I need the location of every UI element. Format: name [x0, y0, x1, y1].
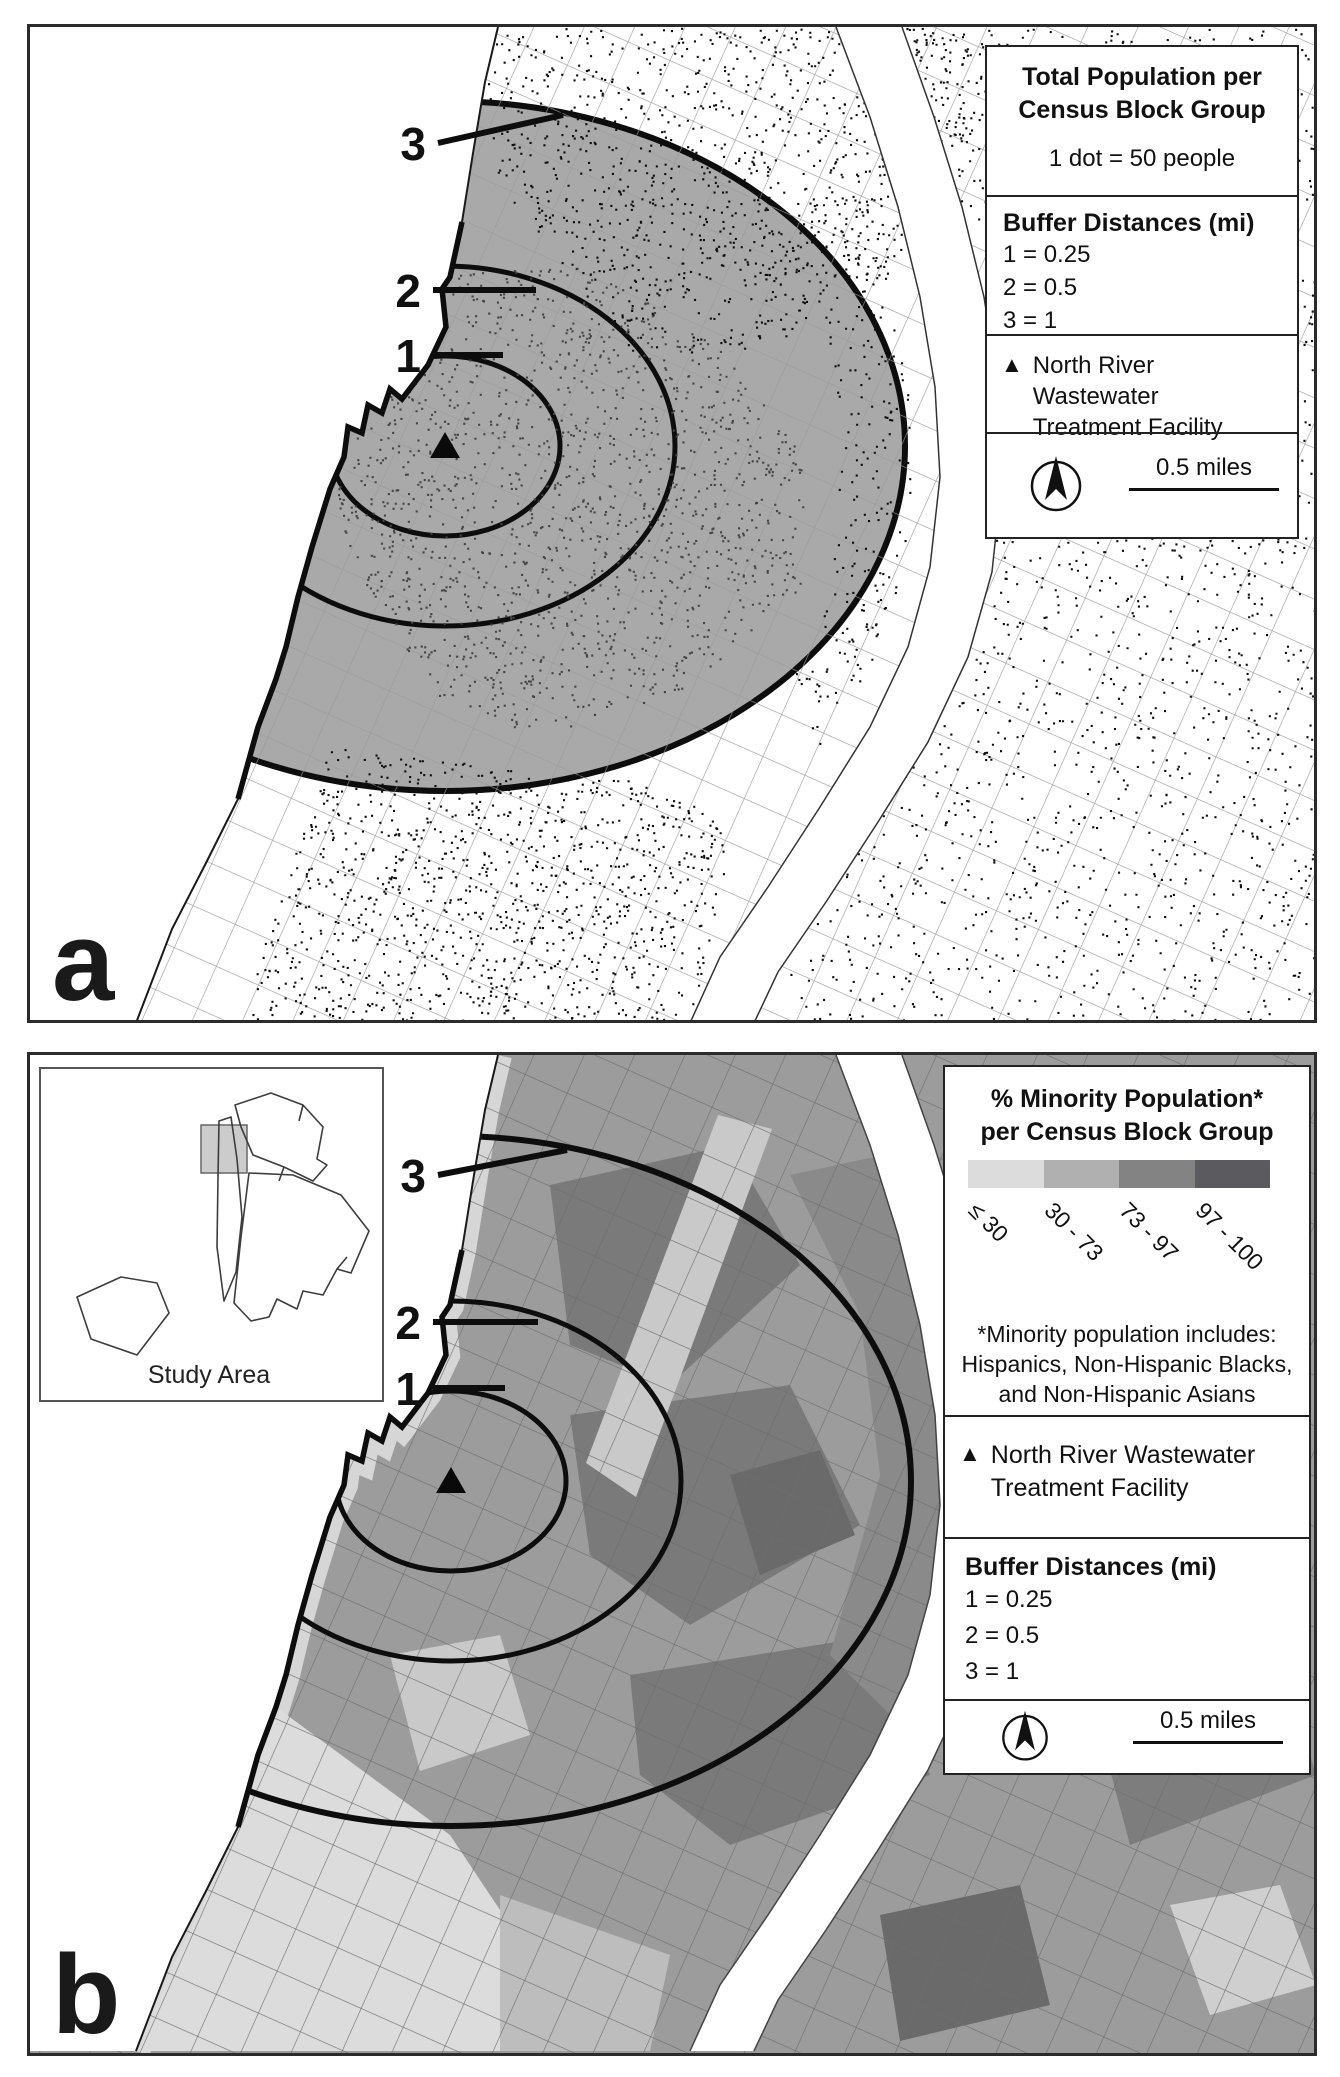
ramp-swatch-1 [1043, 1160, 1119, 1188]
scale-bar [1129, 488, 1279, 491]
facility-line2: Treatment Facility [990, 1474, 1189, 1502]
panel-b-minority-population-map: 3 2 1 Study Area % Minority Population* … [27, 1052, 1317, 2056]
legend-b-title-section: % Minority Population* per Census Block … [945, 1067, 1309, 1415]
nyc-borough-outlines [76, 1092, 370, 1356]
ramp-label-0: ≤ 30 [963, 1197, 1014, 1247]
hudson-river [30, 27, 498, 1020]
ramp-swatch-3 [1194, 1160, 1270, 1188]
north-arrow-icon [1030, 456, 1082, 512]
legend-b-title-line1: % Minority Population* [990, 1085, 1264, 1113]
ring2-label: 2 [395, 1297, 421, 1349]
legend-a-buffer-section: Buffer Distances (mi) 1 = 0.25 2 = 0.5 3… [987, 197, 1297, 334]
legend-a-scale-section: 0.5 miles [987, 432, 1297, 537]
legend-a-title-line1: Total Population per [1022, 63, 1262, 91]
facility-line2: Treatment Facility [1032, 414, 1223, 441]
ring1-label: 1 [395, 1363, 421, 1415]
buffer-item-2: 2 = 0.5 [965, 1622, 1040, 1649]
buffer-item-3: 3 = 1 [1003, 307, 1058, 334]
study-area-inset-map: Study Area [39, 1067, 384, 1402]
harlem-river [690, 1055, 1002, 2051]
buffer-item-2: 2 = 0.5 [1003, 274, 1078, 301]
facility-line1: North River Wastewater [990, 1441, 1256, 1469]
ring3-leader-line [437, 1147, 568, 1178]
choropleth-color-ramp [968, 1160, 1270, 1188]
shoreline-buffer-edge [235, 221, 465, 800]
scale-label: 0.5 miles [1159, 1707, 1257, 1734]
harlem-river [691, 27, 1002, 1020]
legend-panel-a: Total Population per Census Block Group … [985, 45, 1299, 539]
buffer-item-3: 3 = 1 [965, 1658, 1020, 1685]
nyc-outline-map: Study Area [76, 1092, 370, 1389]
buffer-item-1: 1 = 0.25 [1003, 241, 1091, 268]
ramp-label-2: 73 - 97 [1114, 1197, 1184, 1267]
ramp-swatch-0 [968, 1160, 1044, 1188]
facility-triangle-icon: ▲ [1001, 352, 1023, 377]
legend-b-facility-section: ▲ North River Wastewater Treatment Facil… [945, 1415, 1309, 1537]
ring3-leader-line [437, 112, 564, 146]
ring3-label: 3 [400, 1150, 426, 1202]
north-arrow-icon [1002, 1710, 1048, 1761]
ring2-label: 2 [395, 265, 421, 317]
ring3-label: 3 [400, 118, 426, 170]
ramp-label-3: 97 - 100 [1190, 1197, 1269, 1276]
scale-bar [1133, 1741, 1283, 1744]
legend-a-title-line2: Census Block Group [1018, 96, 1266, 124]
legend-panel-b: % Minority Population* per Census Block … [943, 1065, 1311, 1775]
facility-marker-icon [430, 432, 460, 458]
buffer-heading: Buffer Distances (mi) [1003, 209, 1255, 237]
panel-a-total-population-map: 3 2 1 Total Population per Census Block … [27, 24, 1317, 1023]
map-annotations-a: 3 2 1 [395, 112, 564, 458]
map-annotations-b: 3 2 1 [395, 1147, 568, 1493]
ramp-swatch-2 [1119, 1160, 1195, 1188]
dot-note: 1 dot = 50 people [1048, 145, 1236, 172]
study-area-rectangle [200, 1124, 248, 1174]
scale-bar-group: 0.5 miles [1129, 454, 1279, 491]
legend-a-title-section: Total Population per Census Block Group … [987, 47, 1297, 195]
legend-b-title-line2: per Census Block Group [980, 1118, 1274, 1146]
facility-triangle-icon: ▲ [959, 1441, 981, 1466]
river-east-bank [754, 27, 1003, 1020]
river-west-bank [690, 27, 941, 1020]
facility-marker-icon [436, 1467, 466, 1493]
ring1-label: 1 [395, 330, 421, 382]
panel-a-letter: a [52, 899, 115, 1023]
buffer-item-1: 1 = 0.25 [965, 1586, 1053, 1613]
river-west-bank [689, 1055, 941, 2052]
scale-label: 0.5 miles [1155, 454, 1253, 481]
inset-label: Study Area [148, 1361, 270, 1389]
scale-bar-group: 0.5 miles [1133, 1707, 1283, 1744]
facility-line1: North River Wastewater [1032, 352, 1159, 410]
minority-footnote: *Minority population includes: Hispanics… [961, 1321, 1293, 1407]
legend-b-scale-section: 0.5 miles [945, 1699, 1309, 1773]
ramp-label-1: 30 - 73 [1039, 1197, 1109, 1267]
legend-b-buffer-section: Buffer Distances (mi) 1 = 0.25 2 = 0.5 3… [945, 1537, 1309, 1699]
shoreline-buffer-edge [235, 1249, 465, 1828]
legend-a-facility-section: ▲ North River Wastewater Treatment Facil… [987, 334, 1297, 441]
panel-b-letter: b [52, 1932, 121, 2056]
buffer-heading: Buffer Distances (mi) [965, 1553, 1217, 1581]
